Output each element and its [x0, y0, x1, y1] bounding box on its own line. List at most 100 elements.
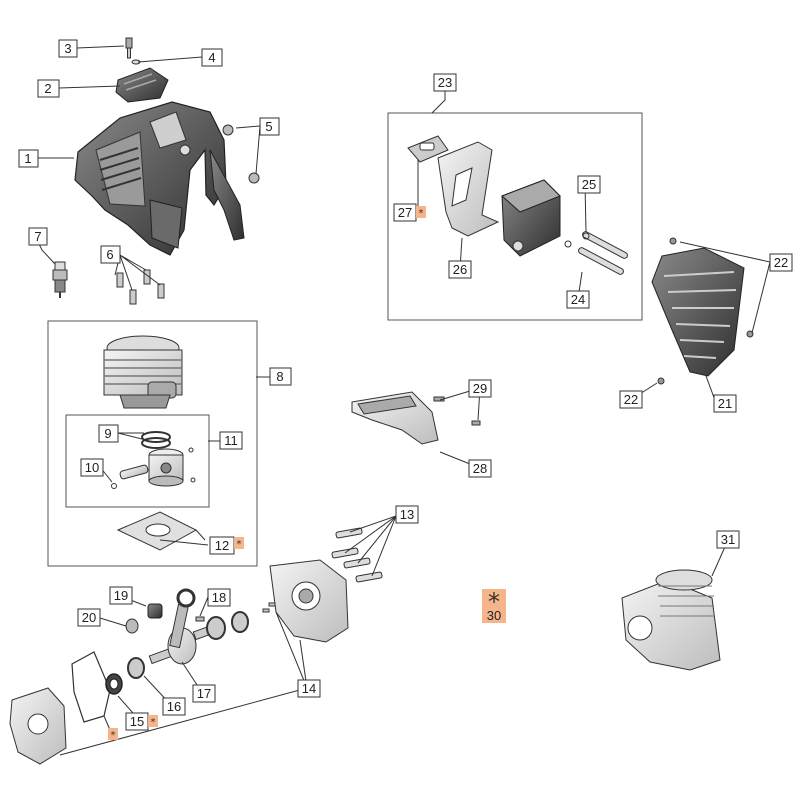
callout-17[interactable]: 17: [192, 684, 216, 703]
crankcase-gasket[interactable]: [71, 651, 111, 723]
callout-8[interactable]: 8: [269, 367, 292, 386]
piston[interactable]: [148, 447, 196, 487]
piston-pin[interactable]: [111, 464, 149, 489]
svg-text:8: 8: [276, 369, 283, 384]
callout-19[interactable]: 19: [109, 586, 133, 605]
callout-labels: 3 4 2 1 5 7 6 8 9 11 10 12 * 13 14 15 * …: [18, 39, 793, 741]
callout-23[interactable]: 23: [433, 73, 457, 92]
callout-22-top[interactable]: 22: [769, 253, 793, 272]
svg-text:14: 14: [302, 681, 316, 696]
callout-18[interactable]: 18: [207, 588, 231, 607]
svg-text:2: 2: [44, 81, 51, 96]
svg-text:7: 7: [34, 229, 41, 244]
callout-16[interactable]: 16: [162, 697, 186, 716]
svg-text:10: 10: [85, 460, 99, 475]
callout-28[interactable]: 28: [468, 459, 492, 478]
callout-7[interactable]: 7: [28, 227, 48, 246]
needle-bearing[interactable]: [147, 603, 163, 619]
svg-text:20: 20: [82, 610, 96, 625]
svg-text:22: 22: [774, 255, 788, 270]
svg-text:28: 28: [473, 461, 487, 476]
svg-text:18: 18: [212, 590, 226, 605]
cap-screw[interactable]: [125, 37, 133, 59]
piston-rings[interactable]: [141, 431, 171, 449]
callout-4[interactable]: 4: [201, 48, 223, 67]
washer-20[interactable]: [125, 618, 139, 634]
callout-14[interactable]: 14: [297, 679, 321, 698]
muffler-bolts[interactable]: [578, 231, 629, 276]
callout-29[interactable]: 29: [468, 379, 492, 398]
engine-cover[interactable]: [74, 101, 245, 256]
callout-15[interactable]: 15: [125, 712, 149, 731]
callout-1[interactable]: 1: [18, 149, 39, 168]
svg-text:*: *: [488, 588, 500, 616]
svg-text:1: 1: [24, 151, 31, 166]
bearings[interactable]: [127, 611, 249, 679]
dowel-pins[interactable]: [262, 602, 276, 613]
muffler-plate[interactable]: [437, 141, 500, 237]
callout-22-bottom[interactable]: 22: [619, 390, 643, 409]
cover-grommets[interactable]: [222, 124, 260, 184]
kit-marker-30[interactable]: * 30: [482, 588, 506, 623]
callout-25[interactable]: 25: [577, 175, 601, 194]
svg-text:25: 25: [582, 177, 596, 192]
oil-seal[interactable]: [105, 673, 123, 695]
callout-27[interactable]: 27: [393, 203, 417, 222]
crankcase-half-left[interactable]: [9, 687, 67, 765]
cover-cap[interactable]: [115, 67, 169, 103]
callout-11[interactable]: 11: [219, 431, 243, 450]
callout-5[interactable]: 5: [259, 117, 280, 136]
svg-text:*: *: [151, 717, 156, 728]
svg-text:29: 29: [473, 381, 487, 396]
guard-screws[interactable]: [657, 237, 754, 385]
callout-20[interactable]: 20: [77, 608, 101, 627]
piston-kit-frame: [65, 414, 210, 508]
muffler-washers[interactable]: [564, 232, 590, 248]
svg-text:3: 3: [64, 41, 71, 56]
callout-6[interactable]: 6: [100, 245, 121, 264]
svg-text:*: *: [237, 539, 242, 550]
callout-10[interactable]: 10: [80, 458, 104, 477]
cylinder-gasket[interactable]: [116, 511, 198, 551]
callout-2[interactable]: 2: [37, 79, 60, 98]
svg-text:31: 31: [721, 532, 735, 547]
svg-text:24: 24: [571, 292, 585, 307]
crankcase-half-right[interactable]: [269, 559, 349, 643]
svg-text:5: 5: [265, 119, 272, 134]
muffler-guard[interactable]: [651, 247, 745, 377]
engine-assembly[interactable]: [621, 569, 721, 671]
svg-text:4: 4: [208, 50, 215, 65]
svg-text:22: 22: [624, 392, 638, 407]
muffler[interactable]: [501, 179, 561, 257]
svg-text:26: 26: [453, 262, 467, 277]
heat-shield[interactable]: [351, 391, 439, 445]
cylinder-kit-frame: [47, 320, 258, 567]
crankshaft-key[interactable]: [195, 616, 205, 622]
svg-text:13: 13: [400, 507, 414, 522]
crankcase-screws[interactable]: [331, 527, 383, 583]
spark-plug[interactable]: [52, 261, 68, 298]
svg-text:6: 6: [106, 247, 113, 262]
callout-3[interactable]: 3: [58, 39, 78, 58]
svg-text:19: 19: [114, 588, 128, 603]
svg-text:*: *: [419, 208, 424, 219]
callout-13[interactable]: 13: [395, 505, 419, 524]
callout-21[interactable]: 21: [713, 394, 737, 413]
cover-screws[interactable]: [116, 269, 165, 305]
svg-text:21: 21: [718, 396, 732, 411]
cylinder[interactable]: [103, 335, 183, 409]
callout-9[interactable]: 9: [98, 424, 119, 443]
callout-26[interactable]: 26: [448, 260, 472, 279]
svg-text:23: 23: [438, 75, 452, 90]
callout-24[interactable]: 24: [566, 290, 590, 309]
callout-31[interactable]: 31: [716, 530, 740, 549]
heat-shield-screws[interactable]: [433, 396, 481, 426]
callout-12[interactable]: 12: [209, 536, 235, 555]
muffler-gasket[interactable]: [407, 135, 449, 163]
highlight-asterisk-gasket: *: [108, 728, 118, 741]
leader-lines: [37, 45, 771, 756]
highlight-asterisk-27: *: [416, 206, 426, 219]
svg-text:30: 30: [487, 608, 501, 623]
svg-text:27: 27: [398, 205, 412, 220]
